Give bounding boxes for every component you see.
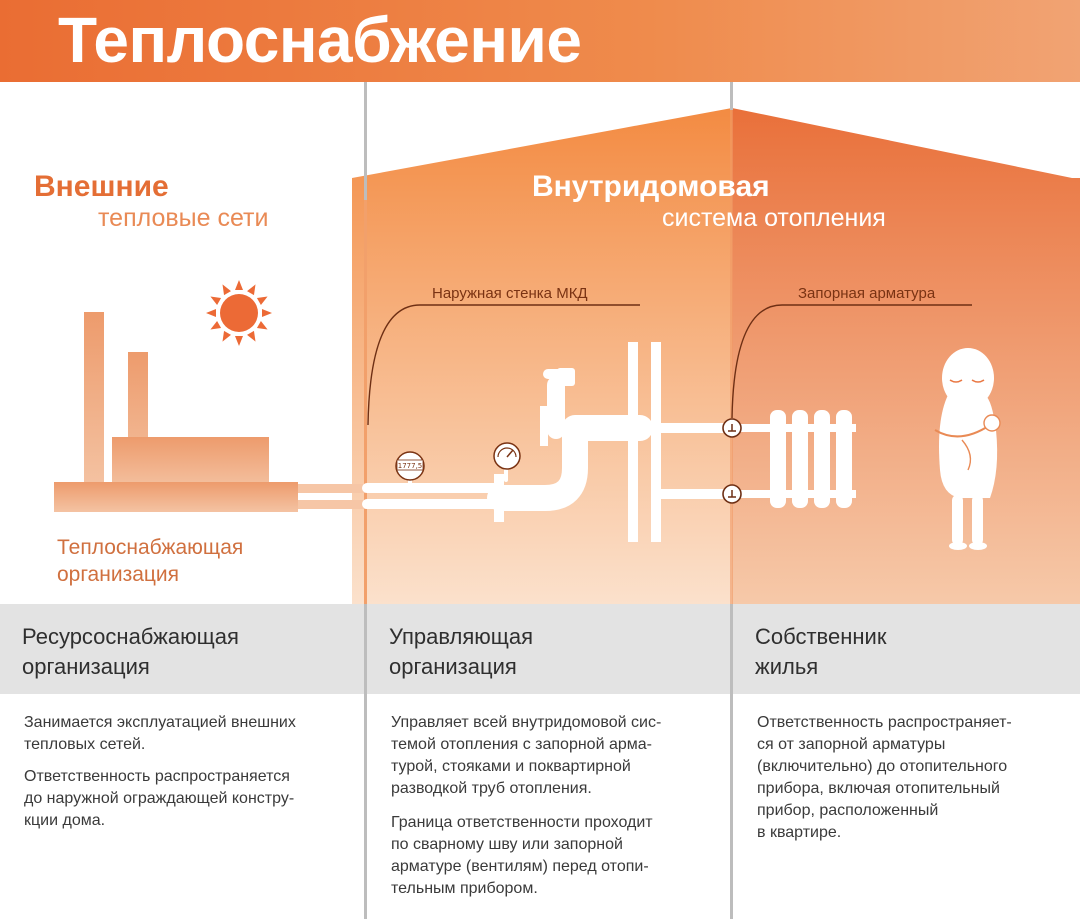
internal-pipes [362, 369, 735, 511]
heat-supplier-label-line1: Теплоснабжающая [57, 536, 244, 559]
column-title-line2: организация [389, 654, 517, 679]
resident-with-cat-icon [934, 348, 1001, 550]
column-title-line1: Ресурсоснабжающая [22, 624, 239, 649]
column-body-management-org: Управляет всей внутридомовой сис- темой … [367, 694, 730, 919]
outer-wall-label: Наружная стенка МКД [432, 285, 588, 302]
column-title-line2: жилья [755, 654, 819, 679]
heating-diagram: 1777,5 [54, 82, 1080, 604]
heat-meter-icon: 1777,5 [395, 451, 425, 481]
column-title-line2: организация [22, 654, 150, 679]
external-networks-title: Внешние [34, 170, 169, 203]
column-title-line1: Собственник [755, 624, 887, 649]
paragraph: Ответственность распространяет- ся от за… [757, 714, 1012, 841]
sun-icon [206, 280, 272, 346]
column-title-line1: Управляющая [389, 624, 534, 649]
column-body-resource-org: Занимается эксплуатацией внешних тепловы… [0, 694, 364, 919]
gauge-reading: 1777,5 [398, 462, 423, 470]
external-networks-subtitle: тепловые сети [98, 204, 269, 232]
column-body-owner: Ответственность распространяет- ся от за… [733, 694, 1080, 919]
heat-supplier-label: Теплоснабжающая организация [57, 534, 243, 588]
column-divider [730, 604, 733, 919]
internal-system-subtitle: система отопления [662, 204, 886, 232]
shutoff-valve-label: Запорная арматура [798, 285, 936, 302]
heat-supplier-label-line2: организация [57, 563, 180, 586]
column-header-management-org: Управляющая организация [367, 604, 730, 694]
shutoff-valve-icon [722, 418, 742, 504]
column-header-resource-org: Ресурсоснабжающая организация [0, 604, 364, 694]
pressure-gauge-icon [493, 442, 521, 470]
column-header-owner: Собственник жилья [733, 604, 1080, 694]
column-divider [364, 604, 367, 919]
separator-lines [364, 82, 733, 604]
radiator-icon [736, 410, 856, 508]
header-banner: Теплоснабжение [0, 0, 1080, 82]
pipe-flanges [494, 342, 661, 542]
paragraph: Управляет всей внутридомовой сис- темой … [391, 714, 662, 797]
paragraph: Граница ответственности проходит по свар… [391, 814, 653, 897]
internal-system-title: Внутридомовая [532, 170, 770, 203]
paragraph: Ответственность распространяется до нару… [24, 768, 295, 829]
paragraph: Занимается эксплуатацией внешних тепловы… [24, 714, 296, 753]
page-title: Теплоснабжение [58, 4, 582, 76]
leader-lines [367, 304, 972, 426]
external-pipes [298, 484, 368, 509]
power-plant-icon [54, 312, 298, 512]
